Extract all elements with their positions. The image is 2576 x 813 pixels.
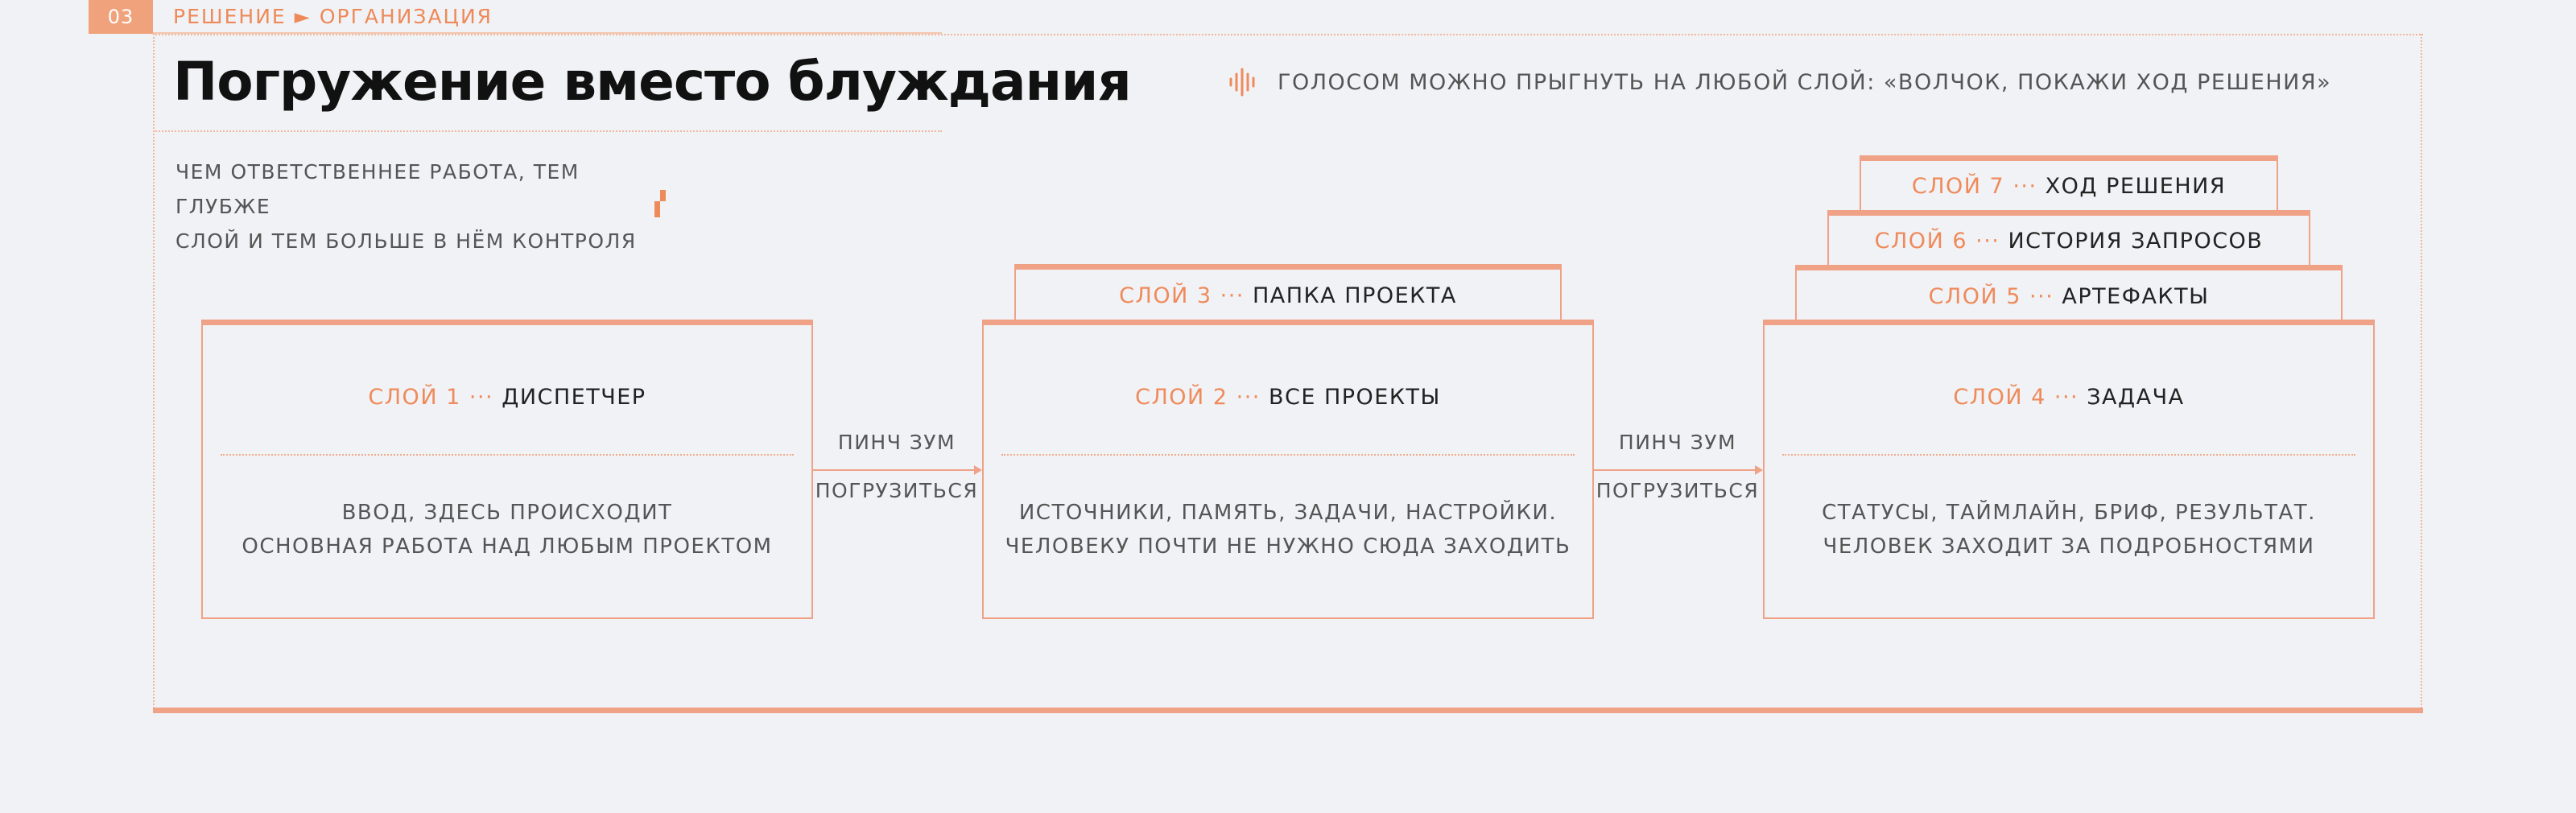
- layer-1-name: ДИСПЕТЧЕР: [502, 385, 646, 410]
- layer-2-description: ИСТОЧНИКИ, ПАМЯТЬ, ЗАДАЧИ, НАСТРОЙКИ. ЧЕ…: [984, 496, 1592, 563]
- layer-4-heading: СЛОЙ 4 ··· ЗАДАЧА: [1765, 383, 2373, 412]
- layer-2-name: ВСЕ ПРОЕКТЫ: [1268, 385, 1441, 410]
- layer-7-dots: ···: [2013, 174, 2037, 199]
- layer-4-desc-line-1: СТАТУСЫ, ТАЙМЛАЙН, БРИФ, РЕЗУЛЬТАТ.: [1822, 501, 2316, 525]
- layer-2-heading: СЛОЙ 2 ··· ВСЕ ПРОЕКТЫ: [984, 383, 1592, 412]
- layer-3-name: ПАПКА ПРОЕКТА: [1252, 283, 1457, 308]
- voice-hint-text: ГОЛОСОМ МОЖНО ПРЫГНУТЬ НА ЛЮБОЙ СЛОЙ: «В…: [1278, 69, 2332, 95]
- layer-1-card[interactable]: СЛОЙ 1 ··· ДИСПЕТЧЕР ВВОД, ЗДЕСЬ ПРОИСХО…: [201, 320, 813, 619]
- layer-3-number: СЛОЙ 3: [1119, 283, 1212, 308]
- slide-number: 03: [89, 0, 153, 34]
- layer-5-tab[interactable]: СЛОЙ 5 ··· АРТЕФАКТЫ: [1795, 265, 2343, 322]
- layer-4-dots: ···: [2054, 385, 2079, 410]
- layer-1-heading: СЛОЙ 1 ··· ДИСПЕТЧЕР: [203, 383, 811, 412]
- layer-7-tab[interactable]: СЛОЙ 7 ··· ХОД РЕШЕНИЯ: [1860, 155, 2278, 212]
- frame-right-border: [2421, 34, 2422, 708]
- connector-2-arrowhead: [1755, 465, 1763, 475]
- frame-bottom-border: [153, 708, 2423, 713]
- layer-6-number: СЛОЙ 6: [1874, 229, 1968, 254]
- layer-1-description: ВВОД, ЗДЕСЬ ПРОИСХОДИТ ОСНОВНАЯ РАБОТА Н…: [203, 496, 811, 563]
- connector-1-arrowhead: [974, 465, 982, 475]
- layer-4-number: СЛОЙ 4: [1953, 385, 2046, 410]
- layer-1-number: СЛОЙ 1: [368, 385, 461, 410]
- layer-7-name: ХОД РЕШЕНИЯ: [2045, 174, 2227, 199]
- connector-1-top-label: ПИНЧ ЗУМ: [837, 431, 956, 454]
- layer-2-desc-line-1: ИСТОЧНИКИ, ПАМЯТЬ, ЗАДАЧИ, НАСТРОЙКИ.: [1018, 501, 1558, 525]
- layer-1-desc-line-1: ВВОД, ЗДЕСЬ ПРОИСХОДИТ: [341, 501, 673, 525]
- connector-2-top-label: ПИНЧ ЗУМ: [1618, 431, 1737, 454]
- title-underline: [153, 130, 942, 132]
- layer-4-divider: [1782, 454, 2355, 456]
- layer-2-number: СЛОЙ 2: [1135, 385, 1228, 410]
- layer-6-name: ИСТОРИЯ ЗАПРОСОВ: [2008, 229, 2264, 254]
- layer-6-tab[interactable]: СЛОЙ 6 ··· ИСТОРИЯ ЗАПРОСОВ: [1827, 210, 2310, 266]
- connector-2-line: [1594, 469, 1755, 471]
- connector-2-bottom-label: ПОГРУЗИТЬСЯ: [1596, 479, 1760, 502]
- layer-1-dots: ···: [469, 385, 494, 410]
- layer-4-desc-line-2: ЧЕЛОВЕК ЗАХОДИТ ЗА ПОДРОБНОСТЯМИ: [1823, 534, 2315, 559]
- connector-1-line: [813, 469, 974, 471]
- layer-4-name: ЗАДАЧА: [2087, 385, 2185, 410]
- layer-5-dots: ···: [2029, 283, 2054, 309]
- voice-hint: ГОЛОСОМ МОЖНО ПРЫГНУТЬ НА ЛЮБОЙ СЛОЙ: «В…: [1228, 66, 2331, 98]
- layer-7-number: СЛОЙ 7: [1911, 174, 2005, 199]
- breadcrumb: РЕШЕНИЕ ► ОРГАНИЗАЦИЯ: [173, 5, 493, 28]
- layer-4-card[interactable]: СЛОЙ 4 ··· ЗАДАЧА СТАТУСЫ, ТАЙМЛАЙН, БРИ…: [1763, 320, 2375, 619]
- connector-1-bottom-label: ПОГРУЗИТЬСЯ: [815, 479, 979, 502]
- subtitle-line-2: СЛОЙ И ТЕМ БОЛЬШЕ В НЁМ КОНТРОЛЯ: [175, 229, 637, 253]
- voice-wave-icon: [1229, 68, 1255, 97]
- title-top-rule: [153, 32, 942, 34]
- layer-5-number: СЛОЙ 5: [1928, 283, 2021, 309]
- subtitle: ЧЕМ ОТВЕТСТВЕННЕЕ РАБОТА, ТЕМ ГЛУБЖЕ СЛО…: [175, 155, 675, 258]
- layer-2-card[interactable]: СЛОЙ 2 ··· ВСЕ ПРОЕКТЫ ИСТОЧНИКИ, ПАМЯТЬ…: [982, 320, 1594, 619]
- page-title: Погружение вместо блуждания: [173, 51, 1132, 113]
- frame-top-border: [153, 34, 2423, 35]
- layer-5-name: АРТЕФАКТЫ: [2062, 283, 2210, 309]
- layer-4-description: СТАТУСЫ, ТАЙМЛАЙН, БРИФ, РЕЗУЛЬТАТ. ЧЕЛО…: [1765, 496, 2373, 563]
- frame-left-border: [153, 34, 155, 708]
- layer-2-dots: ···: [1236, 385, 1261, 410]
- layer-2-divider: [1001, 454, 1575, 456]
- layer-1-desc-line-2: ОСНОВНАЯ РАБОТА НАД ЛЮБЫМ ПРОЕКТОМ: [242, 534, 773, 559]
- cursor-mark-icon: [654, 190, 666, 217]
- layer-2-desc-line-2: ЧЕЛОВЕКУ ПОЧТИ НЕ НУЖНО СЮДА ЗАХОДИТЬ: [1005, 534, 1571, 559]
- layer-3-dots: ···: [1220, 283, 1245, 308]
- layer-6-dots: ···: [1975, 229, 2000, 254]
- layer-3-tab[interactable]: СЛОЙ 3 ··· ПАПКА ПРОЕКТА: [1014, 264, 1562, 322]
- subtitle-line-1: ЧЕМ ОТВЕТСТВЕННЕЕ РАБОТА, ТЕМ ГЛУБЖЕ: [175, 160, 580, 218]
- layer-1-divider: [221, 454, 794, 456]
